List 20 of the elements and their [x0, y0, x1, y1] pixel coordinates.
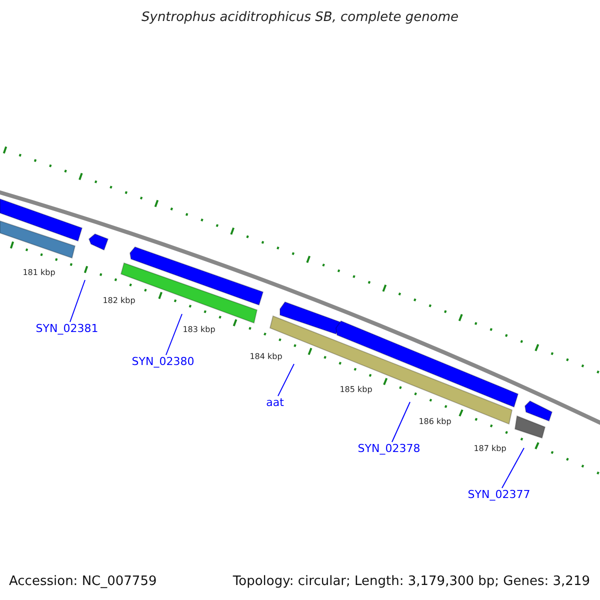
- map-title: Syntrophus aciditrophicus SB, complete genome: [142, 10, 458, 25]
- scale-label: 182 kbp: [102, 296, 136, 305]
- gene-label: SYN_02378: [358, 442, 420, 455]
- leader-line: [502, 448, 524, 488]
- scale-label: 183 kbp: [182, 325, 216, 334]
- scale-label: 184 kbp: [250, 352, 282, 361]
- gene-label: SYN_02381: [36, 322, 98, 335]
- leader-line: [392, 402, 410, 442]
- scale-label: 185 kbp: [340, 385, 372, 394]
- leader-line: [166, 314, 182, 356]
- scale-label: 187 kbp: [474, 444, 506, 453]
- accession-text: Accession: NC_007759: [9, 574, 157, 589]
- gene-label: SYN_02380: [132, 355, 194, 368]
- gene-label: aat: [266, 396, 284, 409]
- scale-label: 186 kbp: [418, 417, 452, 426]
- leader-line: [70, 280, 86, 322]
- leader-line: [278, 364, 294, 396]
- genome-info-text: Topology: circular; Length: 3,179,300 bp; Genes: 3,219: [232, 574, 590, 589]
- scale-label: 181 kbp: [22, 268, 56, 277]
- gene-label: SYN_02377: [468, 488, 530, 501]
